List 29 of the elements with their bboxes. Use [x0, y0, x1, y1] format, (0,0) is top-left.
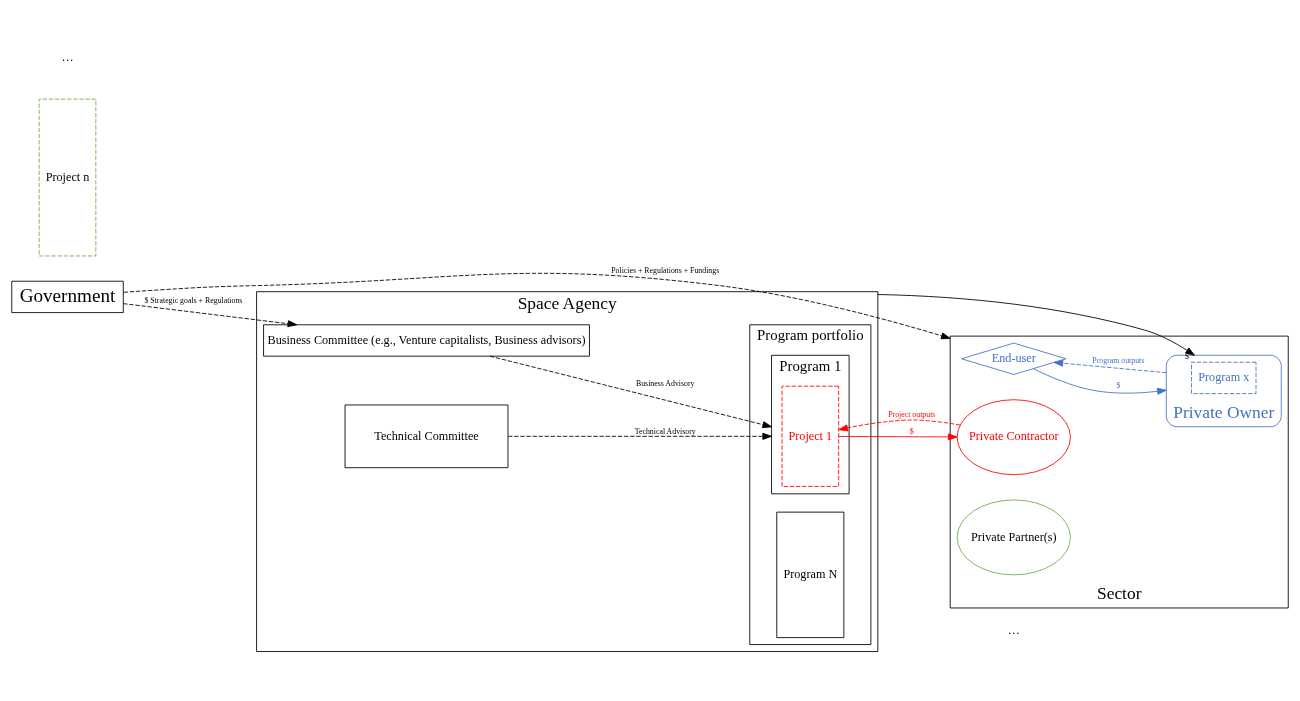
edge-label: Policies + Regulations + Fundings	[611, 265, 720, 275]
label: …	[1007, 622, 1020, 637]
node-box: Program x	[1191, 361, 1257, 395]
node-ellipse: Private Partner(s)	[956, 499, 1071, 576]
edge-label: Business Advisory	[635, 378, 695, 388]
label: …	[61, 50, 74, 65]
edge-label: $	[1185, 352, 1189, 362]
arrow	[123, 303, 298, 328]
arrow	[1053, 359, 1167, 374]
arrow	[838, 419, 961, 432]
edge-label: Program outputs	[1092, 356, 1145, 366]
node-box: Technical Committee	[344, 404, 509, 469]
node-ellipse: Private Contractor	[956, 399, 1071, 476]
arrow	[877, 294, 1195, 356]
arrow	[123, 272, 951, 340]
edge-label: Technical Advisory	[634, 426, 696, 436]
node-box: Government	[11, 280, 124, 314]
edge-label: Project outputs	[888, 410, 936, 420]
node-box: Project 1	[781, 385, 840, 487]
node-box: Project n	[38, 98, 97, 257]
node-box: Program N	[776, 511, 845, 639]
arrow	[1033, 368, 1167, 395]
arrow	[489, 355, 772, 429]
arrow	[838, 433, 958, 441]
node-box: Business Committee (e.g., Venture capitalists, Business advisors)	[263, 324, 590, 357]
arrow	[507, 432, 772, 440]
edge-label: $	[1116, 380, 1121, 390]
edge-label: $ Strategic goals + Regulations	[144, 296, 243, 306]
edge-label: $	[909, 426, 914, 436]
